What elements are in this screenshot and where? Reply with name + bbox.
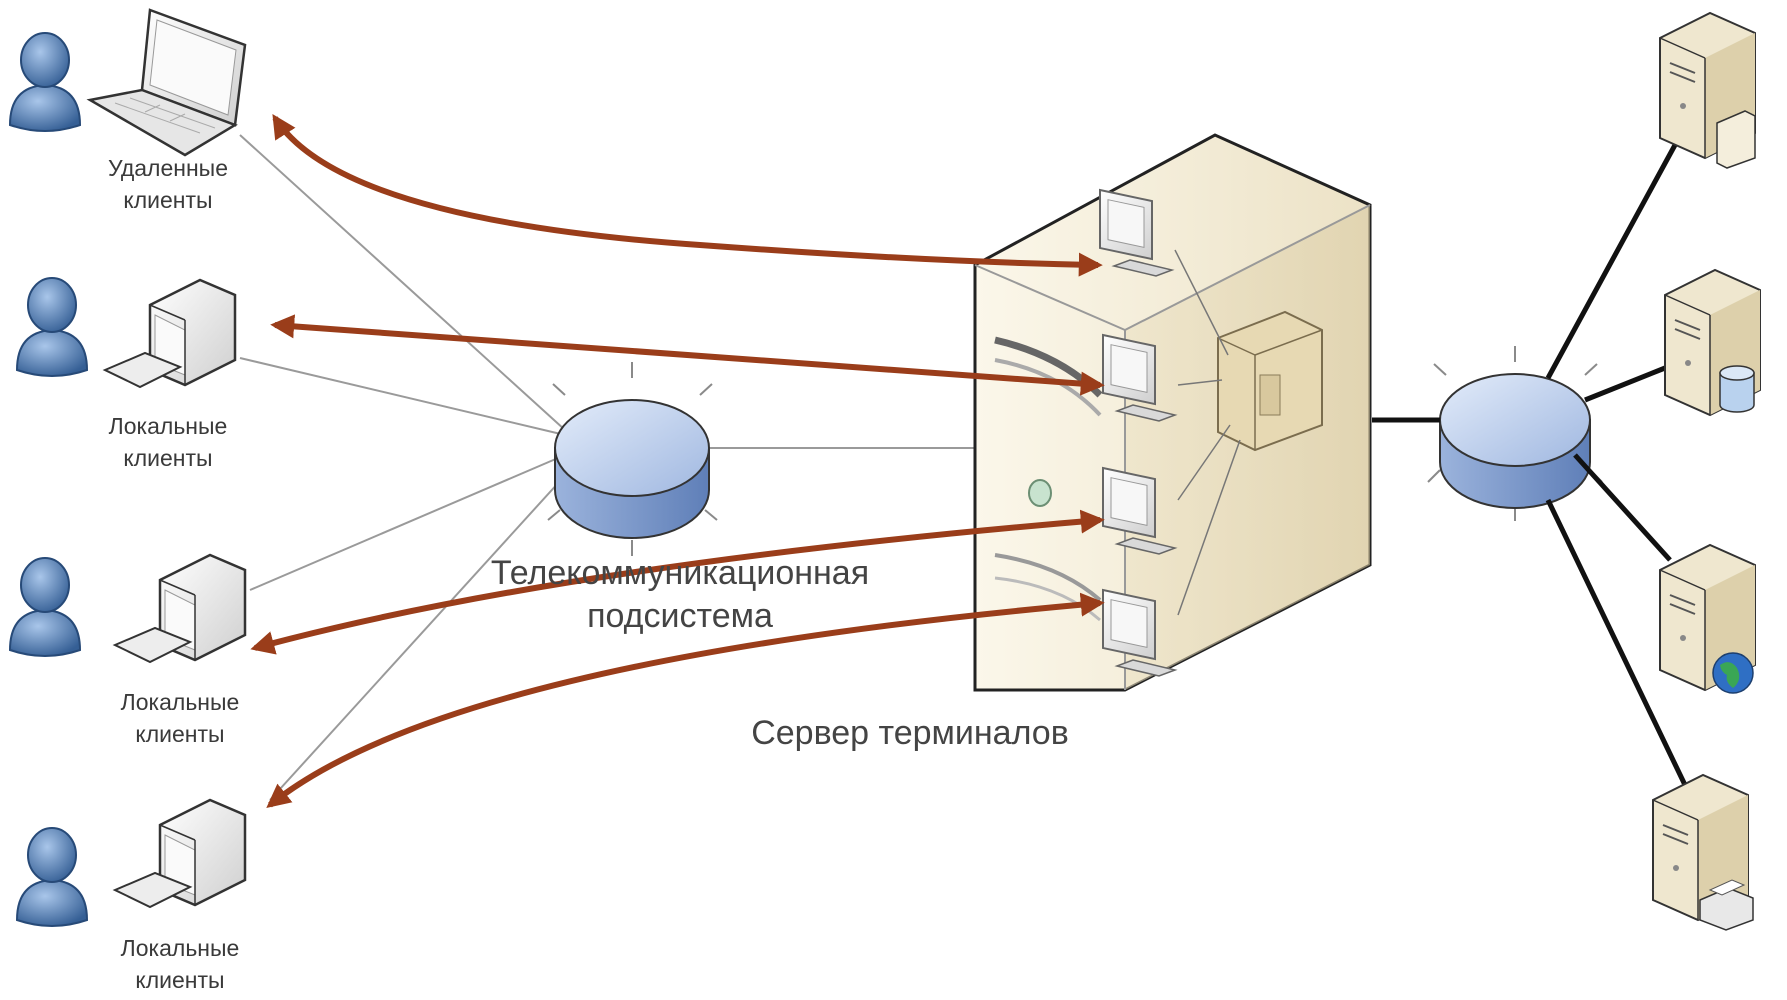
local-clients-label-2: Локальные клиенты xyxy=(80,686,280,750)
remote-clients-label: Удаленные клиенты xyxy=(68,152,268,216)
local-clients-line1: Локальные xyxy=(120,689,240,715)
session-arrows xyxy=(250,113,1105,809)
local-clients-line2: клиенты xyxy=(135,967,225,994)
session-screen-icon xyxy=(1102,588,1178,677)
laptop-icon xyxy=(86,8,247,157)
web-server-icon xyxy=(1659,543,1756,694)
database-server-icon xyxy=(1664,268,1761,417)
telecom-label: Телекоммуникационная подсистема xyxy=(420,552,940,637)
session-screen-icon xyxy=(1099,188,1175,277)
workstation-icon xyxy=(112,553,247,664)
inner-server-icon xyxy=(1217,310,1323,452)
telecom-hub-icon xyxy=(547,362,718,556)
link-local-1 xyxy=(239,357,566,436)
workstation-icon xyxy=(102,278,237,389)
link-remote xyxy=(239,134,566,431)
telecom-line2: подсистема xyxy=(587,596,773,635)
local-clients-line1: Локальные xyxy=(120,935,240,961)
session-screen-icon xyxy=(1102,466,1178,555)
arrow-remote xyxy=(272,113,1103,277)
server-links xyxy=(1372,143,1688,787)
file-server-icon xyxy=(1659,11,1756,169)
server-hub-icon xyxy=(1427,346,1603,521)
workstation-icon xyxy=(112,798,247,909)
local-clients-label-1: Локальные клиенты xyxy=(68,410,268,474)
remote-clients-line1: Удаленные xyxy=(108,155,228,181)
local-clients-line1: Локальные xyxy=(108,413,228,439)
local-clients-line2: клиенты xyxy=(123,445,213,472)
telecom-line1: Телекоммуникационная xyxy=(490,554,870,592)
local-clients-label-3: Локальные клиенты xyxy=(80,932,280,996)
user-icon xyxy=(15,277,89,377)
terminal-server-label: Сервер терминалов xyxy=(751,714,1069,752)
local-clients-line2: клиенты xyxy=(135,721,225,748)
server-sessions xyxy=(1099,188,1323,677)
session-links xyxy=(1174,249,1241,616)
user-icon xyxy=(8,32,82,132)
session-screen-icon xyxy=(1102,333,1178,422)
arrow-local-1 xyxy=(270,314,1105,396)
user-icon xyxy=(8,557,82,657)
print-server-icon xyxy=(1652,773,1754,931)
arrow-local-3 xyxy=(266,592,1105,809)
user-icon xyxy=(15,827,89,927)
remote-clients-line2: клиенты xyxy=(123,187,213,214)
